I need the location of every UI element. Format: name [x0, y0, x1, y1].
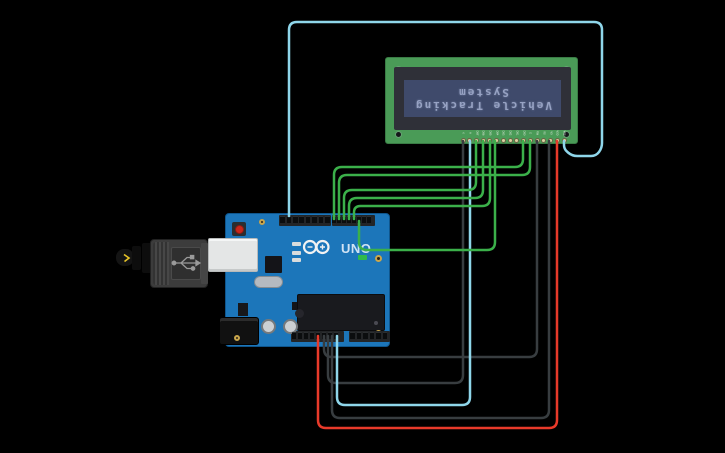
capacitor — [283, 319, 298, 334]
header-pin[interactable] — [382, 331, 388, 339]
lcd-pin-label-db3: DB3 — [502, 130, 505, 136]
header-pin[interactable] — [309, 331, 315, 339]
chip-notch — [295, 309, 304, 318]
lcd-pin-label-v0: V0 — [549, 131, 552, 135]
digital-header-left[interactable] — [279, 215, 331, 226]
lcd-pin-db0[interactable] — [521, 137, 527, 143]
lcd-pin-label-a: A — [468, 132, 472, 134]
lcd-pin-db6[interactable] — [480, 137, 486, 143]
usb-cable-ring — [132, 246, 141, 270]
lcd-pin-label-vdd: VDD — [556, 130, 559, 136]
header-pin[interactable] — [376, 331, 381, 339]
header-pin[interactable] — [351, 215, 357, 223]
header-pin[interactable] — [297, 331, 303, 339]
lcd-pin-label-vss: VSS — [562, 130, 566, 136]
lcd-mount-hole — [395, 131, 402, 138]
chip-dot — [374, 321, 378, 325]
lcd-pin-rw[interactable] — [534, 137, 540, 143]
header-pin[interactable] — [366, 215, 372, 223]
header-pin[interactable] — [356, 215, 362, 223]
header-pin[interactable] — [291, 331, 297, 339]
header-pin[interactable] — [325, 215, 330, 223]
lcd-pin-label-db2: DB2 — [509, 130, 512, 136]
header-pin[interactable] — [356, 331, 362, 339]
capacitor — [261, 319, 276, 334]
header-pin[interactable] — [346, 215, 352, 223]
header-pin[interactable] — [280, 215, 285, 223]
header-pin[interactable] — [315, 331, 321, 339]
lcd-pin-label-db5: DB5 — [488, 130, 492, 136]
lcd-pin-label-e: E — [529, 132, 532, 134]
usb-cable-ring — [142, 243, 152, 273]
mount-hole — [234, 335, 240, 341]
mount-hole — [375, 255, 382, 262]
lcd-pin-label-rs: RS — [542, 131, 546, 135]
power-jack — [219, 317, 259, 345]
header-pin[interactable] — [318, 215, 324, 223]
lcd-pin-db2[interactable] — [507, 137, 513, 143]
reset-button[interactable] — [234, 224, 244, 234]
header-pin[interactable] — [336, 215, 342, 223]
wire-green-d5[interactable] — [342, 139, 478, 221]
usb-plug-collar — [201, 243, 208, 284]
lcd-pin-vss[interactable] — [561, 137, 567, 143]
lcd-pin-label-db7: DB7 — [475, 130, 478, 136]
usb-socket — [208, 238, 258, 272]
lcd-pin-label-db1: DB1 — [515, 130, 519, 136]
header-pin[interactable] — [286, 215, 292, 223]
usb-plug-ribs — [153, 242, 169, 285]
header-pin[interactable] — [361, 215, 367, 223]
header-pin[interactable] — [303, 331, 309, 339]
lcd-pin-label-rw: RW — [535, 131, 539, 135]
lcd-pin-vdd[interactable] — [554, 137, 560, 143]
arduino-uno-board[interactable]: UNO — [208, 213, 390, 347]
header-pin[interactable] — [341, 215, 347, 223]
header-pin[interactable] — [327, 331, 333, 339]
component-chip-small — [265, 256, 282, 273]
lcd-pin-rs[interactable] — [541, 137, 547, 143]
ic-small — [292, 302, 300, 310]
lcd-pin-label-db6: DB6 — [482, 130, 485, 136]
lcd-pin-label-db4: DB4 — [495, 130, 498, 136]
ic-small — [238, 303, 248, 316]
header-pin[interactable] — [321, 331, 327, 339]
crystal-oscillator — [254, 276, 283, 288]
lcd-pin-k[interactable] — [460, 137, 466, 143]
wire-green-d6[interactable] — [337, 139, 532, 221]
header-pin[interactable] — [350, 331, 355, 339]
lcd-pin-v0[interactable] — [548, 137, 553, 143]
lcd-pin-db7[interactable] — [474, 137, 479, 143]
lcd-pin-db1[interactable] — [514, 137, 520, 143]
usb-plug-panel — [171, 247, 201, 280]
header-pin[interactable] — [305, 215, 311, 223]
uno-model-text: UNO — [341, 241, 372, 256]
header-pin[interactable] — [331, 215, 337, 223]
header-pin[interactable] — [299, 215, 304, 223]
led-l — [292, 242, 301, 246]
mount-hole — [259, 219, 265, 225]
header-pin[interactable] — [369, 331, 375, 339]
wire-green-d7[interactable] — [332, 139, 525, 221]
lcd-pin-a[interactable] — [467, 137, 473, 143]
lcd-pin-label-db0: DB0 — [522, 130, 525, 136]
header-pin[interactable] — [333, 331, 339, 339]
lcd-pin-db3[interactable] — [500, 137, 506, 143]
header-pin[interactable] — [312, 215, 317, 223]
usb-plug[interactable] — [150, 239, 208, 288]
lcd-pin-e[interactable] — [527, 137, 533, 143]
atmega-chip — [295, 294, 385, 331]
wire-green-d3[interactable] — [352, 139, 492, 221]
header-pin[interactable] — [363, 331, 368, 339]
led-tx — [292, 251, 301, 255]
header-pin[interactable] — [293, 215, 298, 223]
led-rx — [292, 258, 301, 262]
lcd-pin-db5[interactable] — [487, 137, 493, 143]
lcd-pin-label-k: K — [461, 132, 465, 134]
lcd-pin-db4[interactable] — [494, 137, 500, 143]
wire-green-d4[interactable] — [347, 139, 485, 221]
